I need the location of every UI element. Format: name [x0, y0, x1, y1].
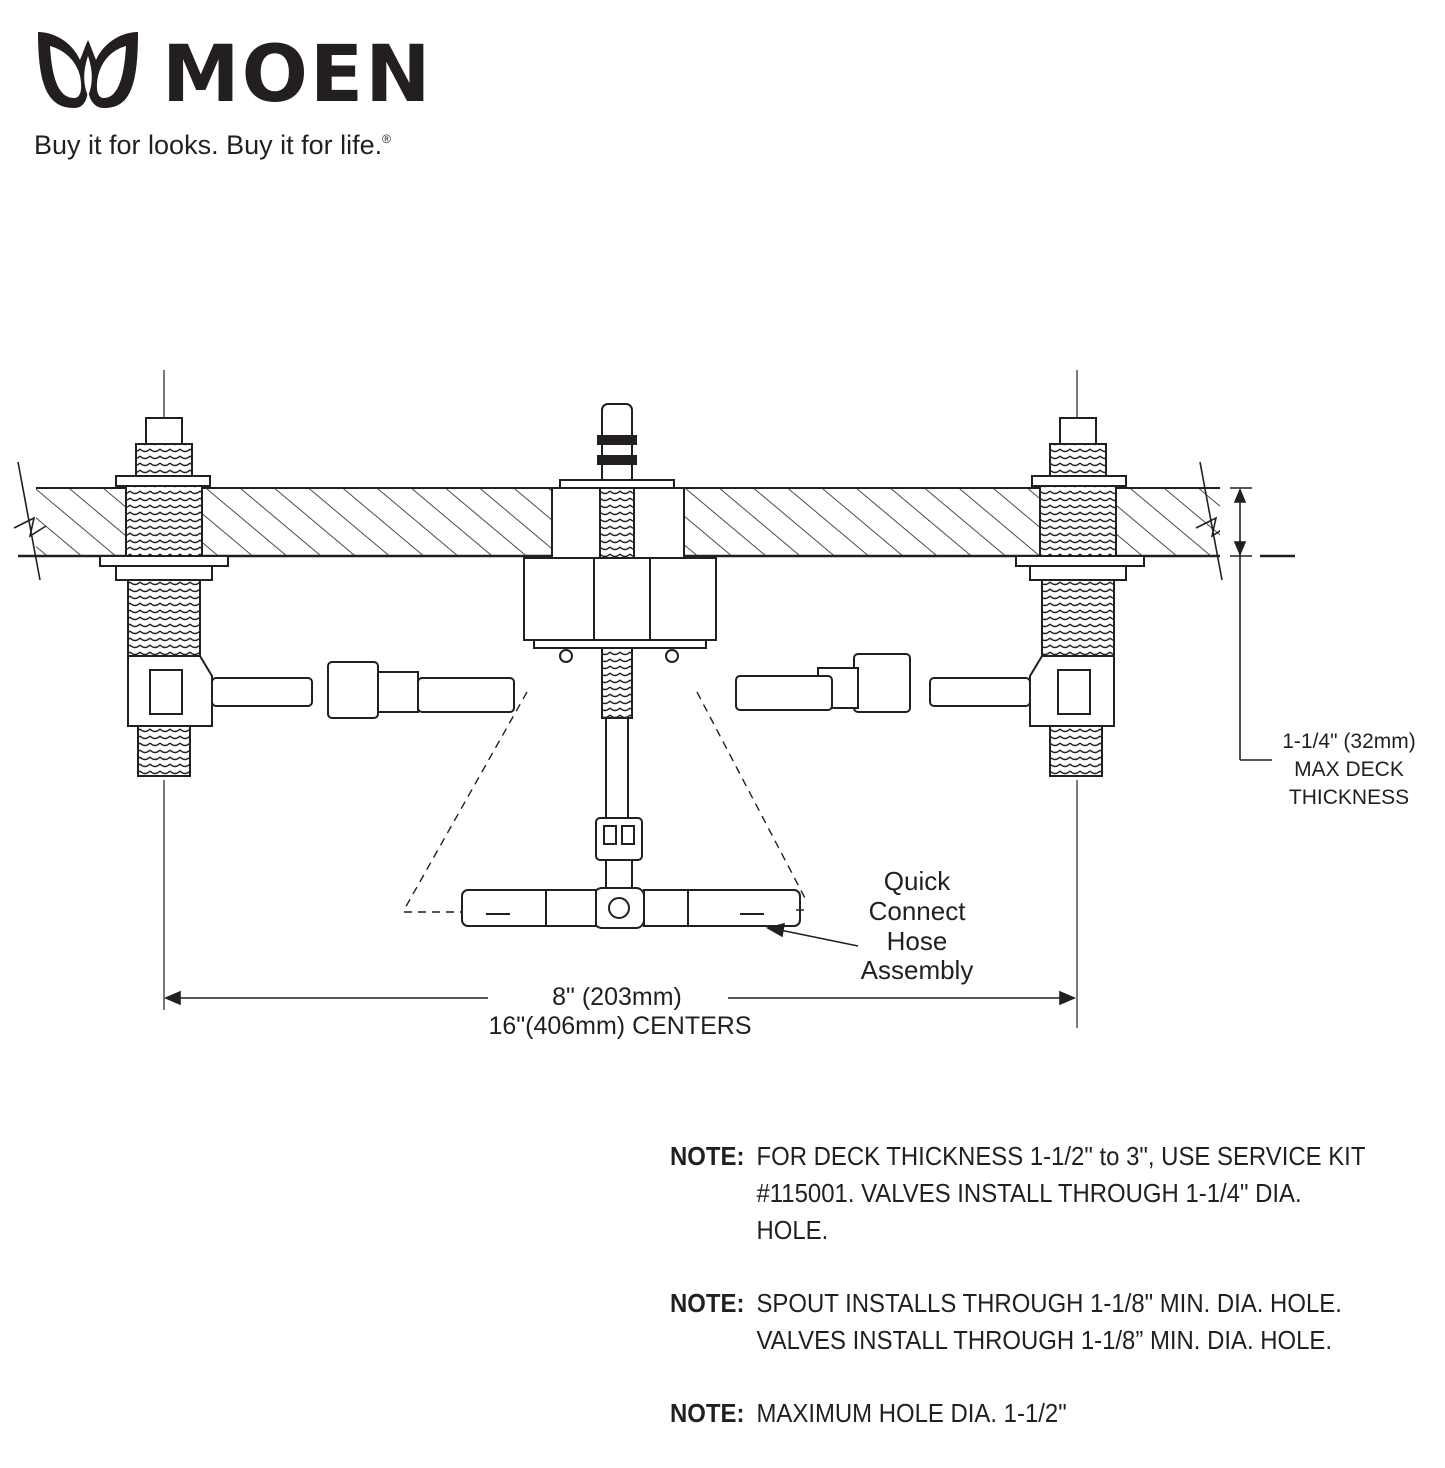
note-item: NOTE: MAXIMUM HOLE DIA. 1-1/2" [670, 1395, 1378, 1432]
brand-name: MOEN [162, 30, 433, 120]
left-valve [99, 417, 313, 777]
right-valve [929, 417, 1145, 777]
hose-leader [765, 922, 859, 947]
centers-line1: 8" (203mm) [552, 983, 682, 1011]
note-label: NOTE: [670, 1398, 745, 1428]
note-label: NOTE: [670, 1141, 745, 1171]
deck-thickness-line2: MAX DECK [1294, 758, 1404, 781]
quick-connect-hoses [327, 653, 911, 927]
brand-tagline: Buy it for looks. Buy it for life.® [34, 130, 391, 161]
notes-section: NOTE: FOR DECK THICKNESS 1-1/2" to 3", U… [670, 1138, 1440, 1468]
centers-dimension [163, 990, 1077, 1006]
note-item: NOTE: FOR DECK THICKNESS 1-1/2" to 3", U… [670, 1138, 1378, 1249]
deck-thickness-line3: THICKNESS [1289, 786, 1409, 809]
note-label: NOTE: [670, 1288, 745, 1318]
moen-logo-icon [38, 32, 138, 108]
centerlines [163, 370, 1078, 1028]
hose-label-line1: Quick [884, 866, 951, 896]
deck-thickness-line1: 1-1/4" (32mm) [1282, 730, 1416, 753]
centers-line2: 16"(406mm) CENTERS [488, 1012, 751, 1040]
note-text: FOR DECK THICKNESS 1-1/2" to 3", USE SER… [756, 1141, 1366, 1245]
brand-header: MOEN Buy it for looks. Buy it for life.® [34, 26, 474, 166]
registered-mark: ® [382, 132, 391, 146]
hose-label-line3: Hose [887, 926, 948, 956]
note-text: MAXIMUM HOLE DIA. 1-1/2" [756, 1398, 1067, 1428]
spout-assembly [523, 403, 717, 929]
note-item: NOTE: SPOUT INSTALLS THROUGH 1-1/8" MIN.… [670, 1285, 1378, 1359]
hose-label-line4: Assembly [861, 955, 974, 985]
hose-label-line2: Connect [869, 896, 967, 926]
note-text: SPOUT INSTALLS THROUGH 1-1/8" MIN. DIA. … [756, 1288, 1342, 1355]
projection-lines [403, 691, 808, 913]
deck-thickness-dimension [1230, 487, 1272, 761]
tagline-text: Buy it for looks. Buy it for life. [34, 130, 383, 160]
